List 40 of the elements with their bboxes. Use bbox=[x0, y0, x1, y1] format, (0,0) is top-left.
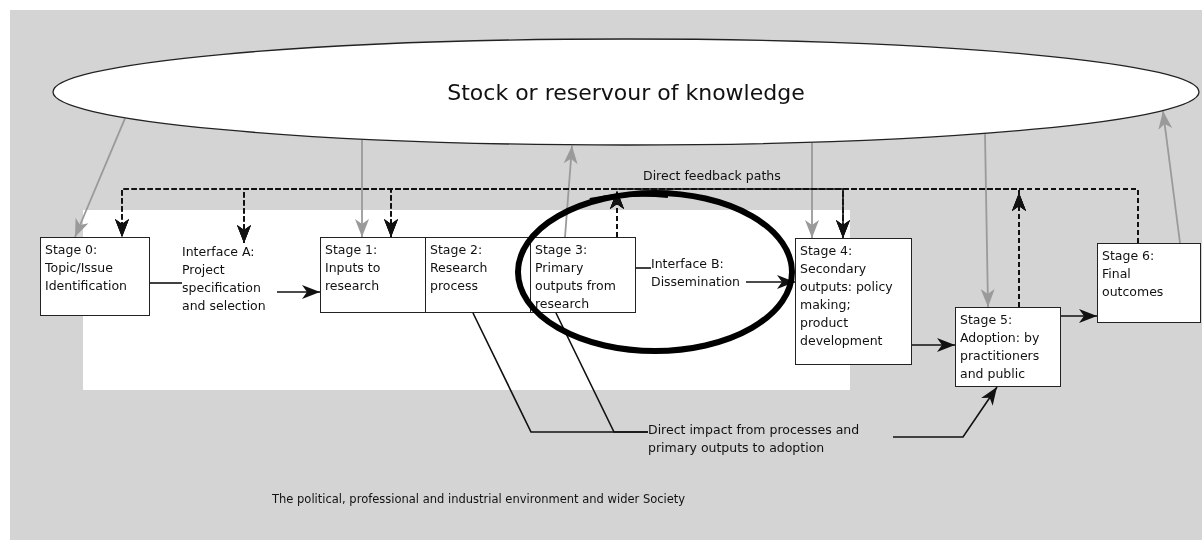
stage-description: Research process bbox=[430, 259, 489, 295]
connector-line bbox=[635, 267, 652, 269]
stage-title: Stage 2: bbox=[430, 241, 484, 259]
ellipse-title: Stock or reservour of knowledge bbox=[447, 79, 805, 105]
arrow bbox=[980, 133, 995, 308]
arrow bbox=[892, 386, 998, 438]
stage-title: Stage 1: bbox=[325, 241, 379, 259]
stage-box bbox=[795, 238, 912, 365]
stage-description: Topic/Issue Identification bbox=[45, 259, 128, 295]
stage-title: Stage 0: bbox=[45, 241, 99, 259]
stage-description: Adoption: by practitioners and public bbox=[960, 329, 1041, 383]
arrow bbox=[805, 142, 819, 239]
stage-description: Final outcomes bbox=[1102, 265, 1165, 301]
stage-title: Stage 3: bbox=[535, 241, 589, 259]
stage-description: Secondary outputs: policy making; product development bbox=[800, 260, 894, 350]
stage-box bbox=[320, 237, 426, 313]
arrow bbox=[1060, 309, 1098, 323]
arrow bbox=[276, 285, 321, 299]
arrow bbox=[355, 139, 369, 238]
stage-description: Primary outputs from research bbox=[535, 259, 617, 313]
stage-box bbox=[40, 237, 150, 316]
feedback-label: Direct feedback paths bbox=[643, 168, 781, 183]
arrow bbox=[74, 117, 126, 238]
stage-box bbox=[530, 237, 636, 313]
connector-line bbox=[149, 282, 183, 284]
stage-title: Stage 4: bbox=[800, 242, 854, 260]
arrow bbox=[745, 275, 796, 289]
arrow bbox=[563, 144, 578, 238]
stage-box bbox=[1097, 243, 1201, 323]
stage-title: Stage 5: bbox=[960, 311, 1014, 329]
interface-label: Interface A: Project specification and selection bbox=[182, 243, 277, 315]
arrow bbox=[911, 338, 956, 352]
interface-label: Interface B: Dissemination bbox=[651, 255, 746, 291]
arrow bbox=[1158, 110, 1181, 244]
stage-title: Stage 6: bbox=[1102, 247, 1156, 265]
stage-description: Inputs to research bbox=[325, 259, 382, 295]
annotation-text: Direct impact from processes and primary outputs to adoption bbox=[648, 421, 893, 457]
stage-box bbox=[955, 307, 1061, 387]
stage-box bbox=[425, 237, 531, 313]
environment-caption: The political, professional and industrial environment and wider Society bbox=[272, 492, 686, 506]
